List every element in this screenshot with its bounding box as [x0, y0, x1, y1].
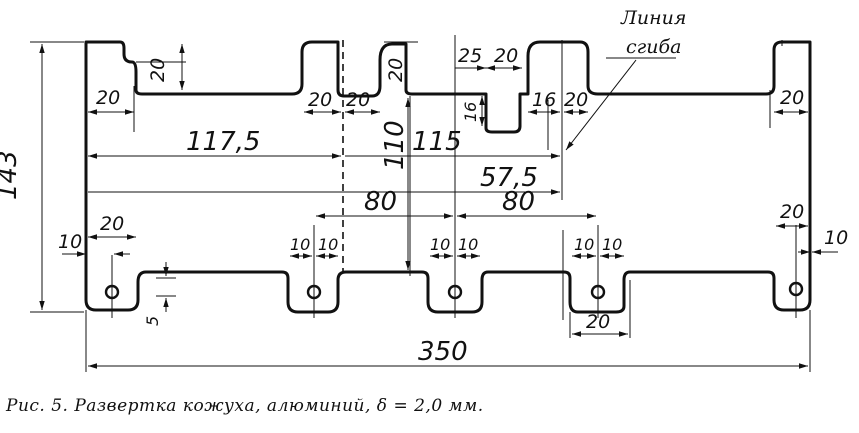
- bend-line-note-line1: Линия: [620, 7, 686, 29]
- dim-110: 110: [380, 120, 410, 170]
- bend-line-note-line2: сгиба: [626, 36, 681, 58]
- part-outline: [84, 40, 812, 314]
- dim-117-5: 117,5: [186, 127, 260, 157]
- dim-top-left-20-horiz: 20: [96, 87, 120, 109]
- dim-80-right: 80: [502, 187, 535, 217]
- dim-bot-left-10: 10: [58, 231, 82, 253]
- dim-115: 115: [412, 127, 462, 157]
- dim-bot-right-20: 20: [780, 201, 804, 223]
- dim-top-25: 25: [458, 45, 482, 67]
- dim-top-mid-20-vert: 20: [385, 58, 407, 82]
- dim-bot-b-10-1: 10: [430, 235, 450, 254]
- bend-line-leader: [565, 57, 676, 151]
- dimension-lines: [39, 44, 838, 369]
- sheet-blank-drawing: Линия сгиба 143 350 117,5 115 110 57,5 8…: [0, 7, 848, 372]
- dim-bot-c-20: 20: [586, 311, 610, 333]
- dim-top-mid-20-a: 20: [308, 89, 332, 111]
- dim-bot-b-10-2: 10: [458, 235, 478, 254]
- dim-top-far-right-20: 20: [780, 87, 804, 109]
- dim-bot-c-10-2: 10: [602, 235, 622, 254]
- dim-bot-right-10: 10: [824, 227, 848, 249]
- dim-57-5: 57,5: [480, 163, 538, 193]
- dim-top-mid-20-b: 20: [346, 89, 370, 111]
- dim-overall-width: 350: [418, 337, 468, 367]
- dim-top-20-next: 20: [494, 45, 518, 67]
- dim-top-16: 16: [532, 89, 556, 111]
- dim-bot-left-20: 20: [100, 213, 124, 235]
- dim-top-20-r: 20: [564, 89, 588, 111]
- dim-bot-left-5: 5: [143, 316, 162, 326]
- dim-top-left-20-vert: 20: [147, 58, 169, 82]
- dim-bot-a-10-1: 10: [290, 235, 310, 254]
- dim-overall-height: 143: [0, 150, 23, 200]
- dim-bot-c-10-1: 10: [574, 235, 594, 254]
- mounting-holes: [104, 281, 804, 300]
- dim-top-16-vert: 16: [461, 102, 480, 122]
- figure-caption: Рис. 5. Развертка кожуха, алюминий, δ = …: [6, 396, 484, 416]
- dim-80-left: 80: [364, 187, 397, 217]
- dim-bot-a-10-2: 10: [318, 235, 338, 254]
